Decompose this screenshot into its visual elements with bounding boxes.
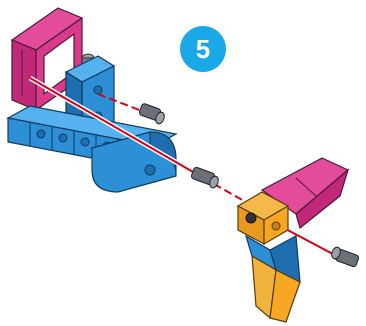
connector-peg-1 — [139, 103, 166, 125]
connector-peg-3 — [330, 246, 359, 267]
base-assembly — [8, 8, 176, 192]
connector-peg-2 — [191, 167, 220, 189]
step-number: 5 — [196, 34, 210, 64]
step-number-badge: 5 — [180, 26, 226, 72]
wing-assembly — [238, 158, 348, 322]
